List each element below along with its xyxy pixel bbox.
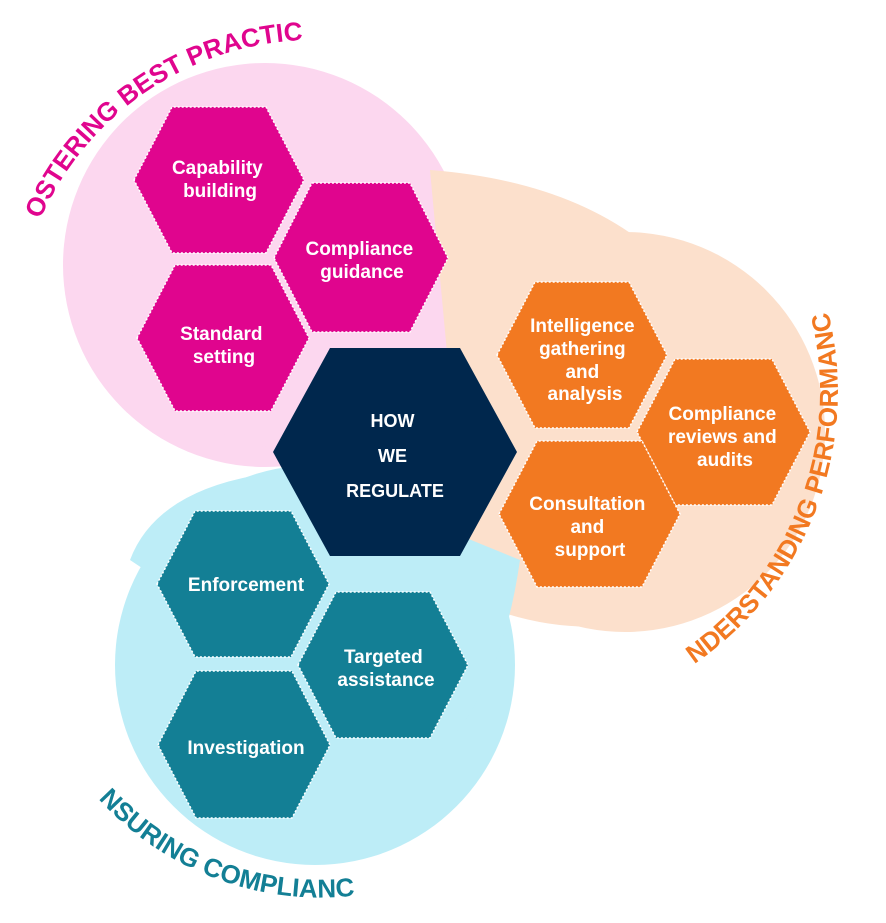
- hex-shape: [496, 281, 668, 429]
- center-line: WE: [378, 446, 407, 466]
- center-line: HOW: [370, 411, 414, 431]
- hex-label: Investigation: [187, 738, 304, 759]
- hex-consultation-support: Consultation and support: [498, 440, 681, 588]
- hex-shape: [498, 440, 681, 588]
- hex-targeted-assistance: Targeted assistance: [297, 591, 469, 739]
- hex-shape: [136, 264, 310, 412]
- hex-shape: [297, 591, 469, 739]
- center-label: HOW WE REGULATE: [346, 411, 444, 501]
- hex-shape: [157, 670, 331, 819]
- center-hexagon-group: HOW WE REGULATE: [273, 348, 517, 556]
- hex-enforcement: Enforcement: [156, 510, 330, 658]
- hex-label: Enforcement: [188, 575, 305, 596]
- hex-label: Standard setting: [180, 324, 268, 368]
- hex-label: Consultation and support: [529, 494, 650, 561]
- hex-shape: [156, 510, 330, 658]
- hex-label: Compliance guidance: [306, 239, 419, 283]
- hex-shape: [273, 182, 449, 333]
- hex-capability-building: Capability building: [133, 106, 305, 254]
- hex-label: Capability building: [172, 158, 268, 202]
- hex-label: Targeted assistance: [337, 647, 434, 691]
- hex-intelligence-gathering: Intelligence gathering and analysis: [496, 281, 668, 429]
- center-hexagon: [273, 348, 517, 556]
- hex-standard-setting: Standard setting: [136, 264, 310, 412]
- hex-label: Intelligence gathering and analysis: [530, 316, 640, 405]
- center-line: REGULATE: [346, 481, 444, 501]
- hex-compliance-reviews: Compliance reviews and audits: [636, 358, 811, 506]
- hex-shape: [133, 106, 305, 254]
- hex-investigation: Investigation: [157, 670, 331, 819]
- hex-label: Compliance reviews and audits: [668, 404, 782, 471]
- hex-compliance-guidance: Compliance guidance: [273, 182, 449, 333]
